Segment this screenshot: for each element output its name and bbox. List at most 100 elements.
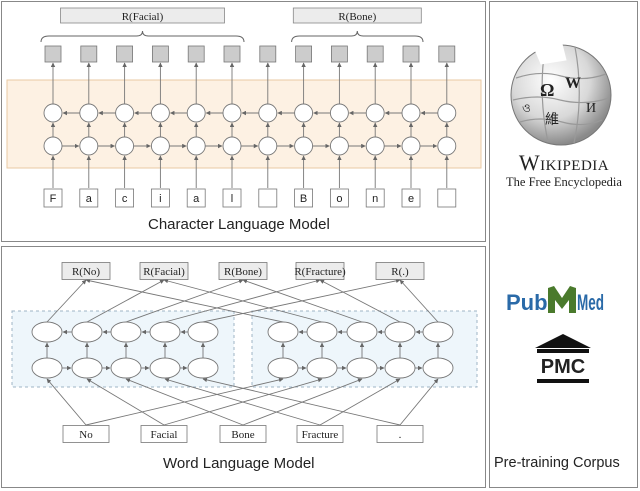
word-output-arrow — [164, 278, 321, 323]
corpus-caption: Pre-training Corpus — [494, 455, 620, 471]
char-forward-node — [115, 136, 135, 156]
word-forward-node — [267, 357, 299, 379]
char-backward-node — [258, 103, 278, 123]
char-span-brace — [291, 30, 424, 43]
char-input-box — [437, 188, 457, 208]
word-backward-node — [110, 321, 142, 343]
char-input-box — [258, 188, 278, 208]
word-output-box — [295, 262, 345, 280]
word-forward-node — [422, 357, 454, 379]
char-input-box — [222, 188, 242, 208]
char-input-label: n — [372, 193, 378, 205]
word-output-arrow — [86, 279, 165, 323]
char-forward-node — [258, 136, 278, 156]
char-input-label: B — [300, 193, 307, 205]
word-input-arrow — [319, 378, 401, 426]
word-model-panel — [1, 246, 486, 488]
char-output-box — [330, 45, 348, 63]
pmc-label: PMC — [541, 356, 585, 378]
word-model-caption: Word Language Model — [163, 455, 315, 472]
char-output-box — [80, 45, 98, 63]
char-forward-node — [365, 136, 385, 156]
pubmed-pub-text: Pub — [506, 290, 548, 315]
char-output-box — [223, 45, 241, 63]
char-output-box — [366, 45, 384, 63]
char-backward-node — [150, 103, 170, 123]
char-forward-node — [150, 136, 170, 156]
char-representation-label: R(Facial) — [122, 11, 164, 23]
word-output-label: R(Fracture) — [294, 266, 346, 278]
word-input-arrow — [86, 378, 165, 426]
word-input-label: No — [79, 429, 93, 441]
wikipedia-wordmark: Wikipedia — [519, 150, 609, 175]
char-span-brace — [40, 30, 245, 43]
word-output-arrow — [319, 279, 401, 323]
char-output-box — [116, 45, 133, 63]
word-forward-node — [306, 357, 338, 379]
char-backward-node — [365, 103, 385, 123]
svg-text:維: 維 — [545, 112, 559, 128]
char-forward-node — [294, 136, 314, 156]
word-input-label: Fracture — [302, 429, 339, 441]
char-backward-node — [43, 103, 63, 123]
word-backward-node — [306, 321, 338, 343]
word-forward-node — [149, 357, 181, 379]
word-backward-node — [187, 321, 219, 343]
char-forward-node — [43, 136, 63, 156]
char-backward-node — [437, 103, 457, 123]
word-input-label: . — [399, 429, 402, 441]
char-representation-box — [60, 7, 225, 24]
char-input-label: l — [231, 193, 233, 205]
word-input-arrow — [164, 377, 321, 426]
char-forward-node — [401, 136, 421, 156]
char-representation-label: R(Bone) — [338, 11, 376, 23]
char-input-box — [79, 188, 99, 208]
char-forward-node — [79, 136, 99, 156]
word-input-label: Facial — [151, 429, 178, 441]
char-input-label: a — [193, 193, 200, 205]
word-forward-node — [110, 357, 142, 379]
char-input-label: o — [336, 193, 342, 205]
pubmed-logo: Pub Med — [506, 286, 604, 315]
word-output-arrow — [125, 279, 244, 323]
char-input-box — [365, 188, 385, 208]
char-input-box — [294, 188, 314, 208]
word-backward-node — [71, 321, 103, 343]
char-representation-box — [292, 7, 422, 24]
word-backward-node — [267, 321, 299, 343]
word-input-box — [376, 425, 424, 443]
wikipedia-tagline: The Free Encyclopedia — [506, 175, 622, 189]
word-output-label: R(Facial) — [143, 266, 185, 278]
word-forward-node — [71, 357, 103, 379]
pubmed-med-text: Med — [577, 290, 604, 315]
word-forward-node — [346, 357, 378, 379]
word-backward-node — [31, 321, 63, 343]
char-forward-node — [186, 136, 206, 156]
char-output-box — [295, 45, 313, 63]
word-forward-node — [187, 357, 219, 379]
char-input-box — [150, 188, 170, 208]
word-forward-node — [384, 357, 416, 379]
char-output-box — [402, 45, 420, 63]
svg-text:И: И — [586, 101, 596, 116]
char-input-label: i — [159, 193, 161, 205]
char-input-box — [186, 188, 206, 208]
word-output-box — [61, 262, 111, 280]
char-model-panel — [1, 1, 486, 242]
char-forward-node — [437, 136, 457, 156]
word-output-box — [139, 262, 189, 280]
char-backward-node — [222, 103, 242, 123]
word-input-arrow — [399, 378, 439, 426]
char-backward-node — [115, 103, 135, 123]
char-backward-node — [79, 103, 99, 123]
word-input-box — [140, 425, 188, 443]
word-input-label: Bone — [231, 429, 254, 441]
char-forward-node — [222, 136, 242, 156]
char-backward-node — [401, 103, 421, 123]
char-input-label: c — [122, 193, 128, 205]
word-output-label: R(Bone) — [224, 266, 262, 278]
word-backward-node — [384, 321, 416, 343]
